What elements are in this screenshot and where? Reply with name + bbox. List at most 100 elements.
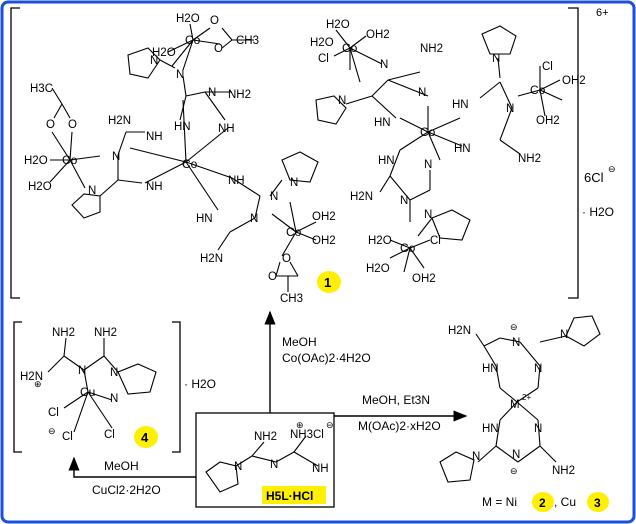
atom-label: N: [270, 459, 278, 471]
atom-label: CH3: [280, 293, 303, 305]
atom-label: HN: [374, 117, 391, 129]
atom-label: OH2: [412, 273, 436, 285]
atom-label: Cl: [542, 61, 553, 73]
atom-label: O: [46, 119, 55, 131]
compound-3-highlight: [587, 492, 609, 512]
atom-label: NH: [218, 123, 235, 135]
compound-number: 3: [594, 496, 601, 510]
copper-condition-reagent: CuCl2·2H2O: [92, 483, 161, 497]
atom-label: H2O: [152, 47, 176, 59]
ligand-label: H5L·HCl: [266, 489, 313, 503]
compound-4-label: 4: [134, 426, 158, 448]
atom-label: 2+: [522, 393, 531, 402]
atom-label: N: [472, 451, 480, 463]
atom-label: N: [380, 59, 388, 71]
atom-label: H2O: [326, 19, 350, 31]
atom-label: HN: [454, 143, 471, 155]
atom-label: OH2: [312, 235, 336, 247]
atom-label: N: [234, 461, 242, 473]
atom-label: CH3: [236, 35, 259, 47]
atom-label: NH: [312, 463, 329, 475]
atom-label: N: [110, 367, 118, 379]
atom-label: N: [506, 103, 514, 115]
cobalt-condition-reagent: Co(OAc)2·4H2O: [282, 351, 371, 365]
atom-label: N: [110, 393, 118, 405]
atom-label: HN: [452, 99, 469, 111]
atom-label: N: [338, 95, 346, 107]
atom-label: HN: [378, 155, 395, 167]
compound-1-label: 1: [317, 271, 341, 293]
atom-label: Cl: [104, 429, 115, 441]
atom-label: N: [400, 195, 408, 207]
minus-charge: ⊖: [510, 466, 518, 476]
bonds: [47, 23, 601, 493]
atom-label: NH: [228, 175, 245, 187]
minus-charge: ⊖: [510, 322, 518, 332]
atom-label: NH2: [52, 327, 75, 339]
atom-label: H3C: [30, 83, 53, 95]
atom-label: Co: [62, 153, 78, 167]
atom-label: OH2: [536, 115, 560, 127]
atom-label: O: [268, 271, 277, 283]
minus-charge: ⊖: [326, 420, 334, 430]
atom-label: Co: [182, 157, 198, 171]
atom-label: Co: [185, 33, 201, 47]
minus-charge: ⊖: [48, 426, 56, 436]
atom-label: H2N: [448, 325, 471, 337]
ligand-label-highlight: [262, 486, 326, 504]
atom-label: N: [424, 159, 432, 171]
atom-label: Cl: [62, 431, 73, 443]
atom-label: HN: [174, 121, 191, 133]
atom-label: N: [176, 69, 184, 81]
atom-label: N: [534, 423, 542, 435]
atom-label: H2O: [310, 37, 334, 49]
atom-label: Cl: [48, 407, 59, 419]
atom-label: H2O: [176, 13, 200, 25]
atom-label: HN: [482, 363, 499, 375]
reaction-arrows: [68, 310, 468, 478]
atom-label: NH2: [228, 89, 251, 101]
atom-label: N: [208, 87, 216, 99]
atom-label: N: [270, 191, 278, 203]
atom-label: NH2: [552, 465, 575, 477]
cobalt-complex-charge: 6+: [596, 7, 609, 19]
ligand-box: [195, 412, 335, 508]
atom-label: OH2: [562, 75, 586, 87]
atom-label: N: [560, 329, 568, 341]
atom-label: H2N: [108, 115, 131, 127]
atom-labels: H2O H2O O O CH3 Co N N N NH2 HN NH Co H3…: [20, 13, 586, 477]
atom-label: NH2: [518, 153, 541, 165]
metal-condition-solvent: MeOH, Et3N: [362, 393, 430, 407]
atom-label: NH2: [420, 43, 443, 55]
copper-condition-solvent: MeOH: [104, 459, 139, 473]
atom-label: N: [88, 185, 96, 197]
atom-label: N: [112, 151, 120, 163]
cobalt-condition-solvent: MeOH: [282, 335, 317, 349]
atom-label: N: [492, 53, 500, 65]
plus-charge: ⊕: [296, 420, 304, 430]
compound-number: 2: [539, 496, 546, 510]
atom-label: N: [78, 365, 86, 377]
atom-label: H2O: [368, 235, 392, 247]
atom-label: O: [282, 253, 291, 265]
atom-label: NH: [146, 181, 163, 193]
atom-label: N: [250, 213, 258, 225]
atom-label: NH3Cl: [290, 429, 324, 441]
atom-label: Cl: [430, 235, 441, 247]
atom-label: H2O: [24, 155, 48, 167]
metal-definition-prefix: M = Ni: [482, 495, 517, 509]
atom-label: M: [510, 399, 520, 411]
cobalt-complex-bracket: [10, 7, 579, 299]
atom-label: OH2: [366, 29, 390, 41]
atom-label: O: [68, 119, 77, 131]
atom-label: HN: [196, 213, 213, 225]
copper-water-solvate: · H2O: [184, 377, 216, 391]
atom-label: Co: [420, 125, 436, 139]
charge-marks: ⊕ ⊖ ⊖ ⊖ ⊕ ⊖ ⊖: [34, 164, 616, 476]
copper-complex-bracket: [13, 321, 181, 453]
atom-label: Co: [400, 241, 416, 255]
metal-condition-reagent: M(OAc)2·xH2O: [358, 419, 441, 433]
chloride-counter-ion: 6Cl: [584, 170, 604, 185]
atom-label: H2N: [20, 371, 43, 383]
